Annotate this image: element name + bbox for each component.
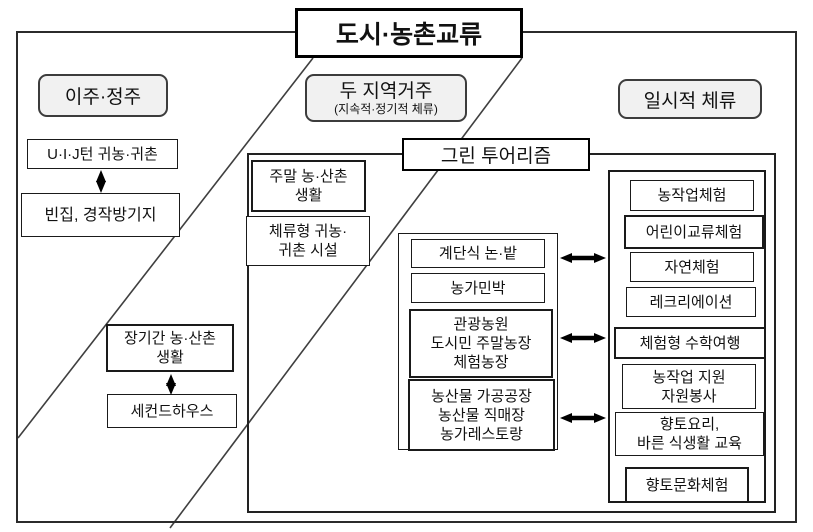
green-tourism-title-box: 그린 투어리즘 <box>402 138 590 171</box>
section-header-temporary-stay: 일시적 체류 <box>618 79 762 119</box>
rural-resources-group: 계단식 논·밭 농가민박 관광농원 도시민 주말농장 체험농장 농산물 가공공장… <box>398 233 558 451</box>
section-header-dual-residence: 두 지역거주 (지속적·정기적 체류) <box>305 74 467 122</box>
box-longterm-line2: 생활 <box>156 349 184 366</box>
program-box-local-cuisine-education: 향토요리, 바른 식생활 교육 <box>615 412 764 456</box>
box-longterm-line1: 장기간 농·산촌 <box>124 330 216 347</box>
program-box-nature-experience: 자연체험 <box>630 252 754 282</box>
program-farmwork-label: 농작업체험 <box>657 187 727 204</box>
program-box-children-exchange: 어린이교류체험 <box>624 215 764 249</box>
box-second-house: 세컨드하우스 <box>107 394 237 428</box>
box-second-house-label: 세컨드하우스 <box>130 402 214 420</box>
program-recreation-label: 레크리에이션 <box>649 293 733 311</box>
box-weekend-line2: 생활 <box>294 187 323 204</box>
diagonal-divider-line-left <box>17 57 314 439</box>
program-box-farm-work-experience: 농작업체험 <box>630 180 754 211</box>
resource-box-farm-stay: 농가민박 <box>411 273 545 303</box>
program-culture-label: 향토문화체험 <box>645 476 729 494</box>
box-weekend-rural-life: 주말 농·산촌 생활 <box>251 160 366 212</box>
program-nature-label: 자연체험 <box>664 258 720 276</box>
box-longterm-rural-life: 장기간 농·산촌 생활 <box>106 324 234 372</box>
box-stay-type-return-facility: 체류형 귀농· 귀촌 시설 <box>246 216 370 266</box>
box-stay-line1: 체류형 귀농· <box>268 223 348 240</box>
program-cuisine-line1: 향토요리, <box>659 416 720 433</box>
resource-products-line1: 농산물 가공공장 <box>431 387 532 405</box>
box-uij-turn-label: U·I·J턴 귀농·귀촌 <box>47 145 158 163</box>
resource-farmstay-label: 농가민박 <box>450 279 506 297</box>
section-header-temporary-label: 일시적 체류 <box>643 90 737 112</box>
section-header-dual-label: 두 지역거주 <box>339 80 433 102</box>
program-volunteer-line1: 농작업 지원 <box>652 368 726 386</box>
resource-tourism-line3: 체험농장 <box>453 354 509 371</box>
box-vacant-house-label: 빈집, 경작방기지 <box>44 206 157 224</box>
resource-box-tourism-farm: 관광농원 도시민 주말농장 체험농장 <box>409 309 553 378</box>
section-header-migration: 이주·정주 <box>38 74 168 117</box>
page-title: 도시·농촌교류 <box>335 21 483 49</box>
green-tourism-label: 그린 투어리즘 <box>440 146 552 167</box>
program-box-local-culture-experience: 향토문화체험 <box>625 467 749 503</box>
program-cuisine-line2: 바른 식생활 교육 <box>637 435 742 452</box>
program-box-school-trip: 체험형 수학여행 <box>614 327 766 359</box>
program-volunteer-line2: 자원봉사 <box>661 387 717 405</box>
diagonal-divider-line-right <box>169 57 523 529</box>
resource-tourism-line2: 도시민 주말농장 <box>430 335 532 352</box>
program-box-recreation: 레크리에이션 <box>626 287 756 317</box>
resource-tourism-line1: 관광농원 <box>453 316 509 333</box>
program-box-farmwork-volunteer: 농작업 지원 자원봉사 <box>622 364 756 409</box>
resource-products-line3: 농가레스토랑 <box>440 425 523 443</box>
box-uij-turn-return-farming: U·I·J턴 귀농·귀촌 <box>27 139 178 169</box>
title-box: 도시·농촌교류 <box>295 8 523 58</box>
box-stay-line2: 귀촌 시설 <box>278 242 338 259</box>
box-vacant-house-abandoned-land: 빈집, 경작방기지 <box>21 193 180 237</box>
program-children-label: 어린이교류체험 <box>645 223 743 241</box>
section-header-migration-label: 이주·정주 <box>64 87 142 108</box>
box-weekend-line1: 주말 농·산촌 <box>269 168 348 185</box>
program-schooltrip-label: 체험형 수학여행 <box>639 334 741 352</box>
resource-box-farm-products: 농산물 가공공장 농산물 직매장 농가레스토랑 <box>408 379 555 451</box>
section-header-dual-sublabel: (지속적·정기적 체류) <box>334 101 438 116</box>
resource-box-terraced-fields: 계단식 논·밭 <box>411 239 545 268</box>
resource-products-line2: 농산물 직매장 <box>438 406 525 424</box>
experience-programs-group: 농작업체험 어린이교류체험 자연체험 레크리에이션 체험형 수학여행 농작업 지… <box>608 170 766 503</box>
resource-terraced-label: 계단식 논·밭 <box>438 245 518 262</box>
